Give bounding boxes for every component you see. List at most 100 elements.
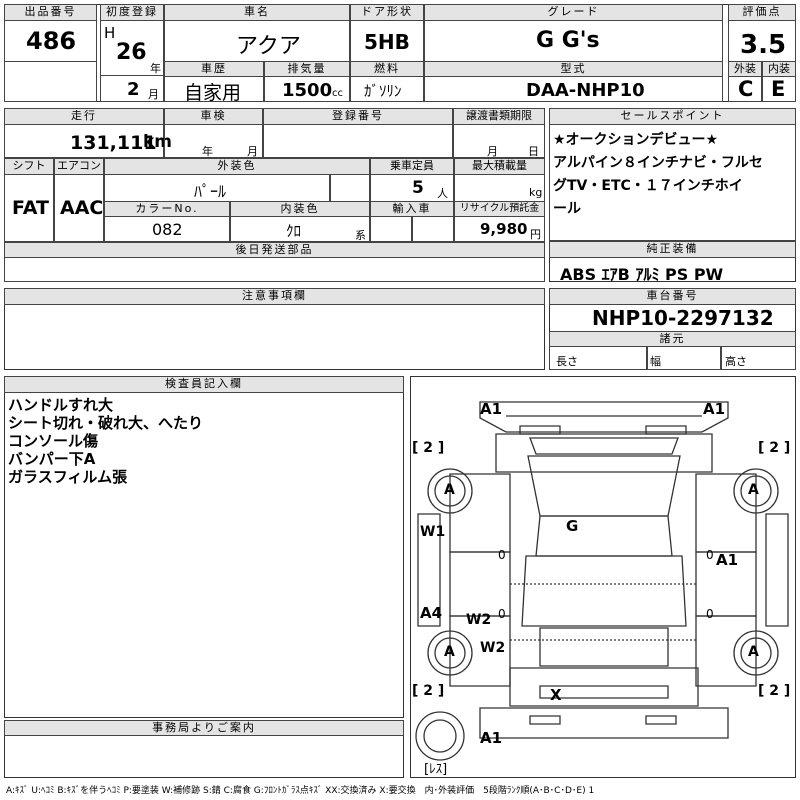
spec-length: 長さ: [556, 355, 578, 368]
sales-point-line: ール: [553, 201, 581, 217]
first-reg-era: H: [104, 24, 116, 42]
shift-cell: [4, 174, 54, 242]
interior-grade: E: [771, 77, 786, 101]
import-cell-right: [412, 216, 454, 242]
inspection-year-unit: 年: [202, 145, 213, 158]
exterior-cell: [728, 76, 762, 102]
damage-x-rear: X: [550, 686, 562, 704]
mark-zero-left: 0: [498, 548, 506, 562]
inspector-line: バンパー下A: [8, 450, 96, 468]
fuel-cell: [350, 76, 424, 102]
import-cell: [370, 216, 412, 242]
bracket-rear-left: [ 2 ]: [412, 683, 445, 699]
exterior-grade: C: [738, 77, 754, 101]
displacement-unit: cc: [332, 88, 343, 99]
spec-height: 高さ: [725, 355, 747, 368]
mileage-label: 走行: [4, 108, 164, 125]
car-diagram-block: [410, 376, 796, 778]
sales-points-label: セールスポイント: [549, 108, 796, 125]
damage-w1-left: W1: [420, 524, 446, 540]
displacement: 1500: [282, 80, 333, 101]
tire-rear-left: A: [444, 644, 455, 660]
transfer-month-unit: 月: [487, 145, 498, 158]
capacity: 5: [412, 178, 424, 198]
recycle-unit: 円: [530, 228, 541, 241]
recycle: 9,980: [480, 220, 528, 238]
inspector-line: ガラスフィルム張: [8, 468, 128, 486]
color-no-cell: [104, 216, 230, 242]
damage-a4-left: A4: [420, 604, 443, 622]
damage-a1-rear: A1: [480, 729, 503, 747]
inspector-line: コンソール傷: [8, 432, 99, 450]
specs-label: 諸元: [549, 331, 796, 347]
car-name-label: 車名: [164, 4, 350, 21]
color-no: 082: [152, 220, 183, 239]
spare-tire-less: [ﾚｽ]: [424, 762, 448, 777]
fuel: ｶﾞｿﾘﾝ: [364, 82, 402, 100]
sales-point-line: グTV・ETC・１７インチホイ: [553, 178, 743, 194]
spec-length-cell: [549, 346, 647, 370]
notes-label: 注意事項欄: [4, 288, 545, 305]
bracket-front-right: [ 2 ]: [758, 440, 791, 456]
int-color-unit: 系: [355, 229, 366, 242]
car-name: アクア: [236, 34, 301, 59]
model-code: DAA-NHP10: [526, 80, 645, 101]
later-parts-label: 後日発送部品: [4, 242, 545, 258]
equipment: ABS ｴｱB ｱﾙﾐ PS PW: [560, 265, 724, 284]
chassis-label: 車台番号: [549, 288, 796, 305]
history: 自家用: [184, 82, 242, 104]
shift: FAT: [12, 197, 49, 219]
spec-width: 幅: [650, 355, 661, 368]
mark-zero-right-rear: 0: [706, 607, 714, 621]
color-no-label: カラーNo.: [104, 201, 230, 217]
model-code-cell: [424, 76, 723, 102]
later-parts-cell: [4, 257, 545, 282]
transfer-day-unit: 日: [528, 145, 539, 158]
exterior-label: 外装: [728, 61, 762, 77]
first-reg-month: 2: [127, 79, 140, 100]
mileage-cell: [4, 124, 164, 158]
sales-point-line: アルパイン８インチナビ・フルセ: [553, 155, 763, 171]
aircon-cell: [54, 174, 104, 242]
door-label: ドア形状: [350, 4, 424, 21]
mark-zero-right: 0: [706, 548, 714, 562]
int-color-label: 内装色: [230, 201, 370, 217]
int-color: ｸﾛ: [286, 222, 302, 240]
reg-no-label: 登録番号: [263, 108, 453, 125]
damage-roof-g: G: [566, 517, 579, 535]
grade: G G's: [536, 28, 600, 53]
spec-width-cell: [647, 346, 721, 370]
max-load-unit: kg: [529, 186, 543, 199]
damage-w2-door: W2: [466, 612, 492, 628]
lot-number: 486: [26, 27, 77, 55]
interior-cell: [762, 76, 796, 102]
sales-points-cell: [549, 124, 796, 241]
aircon-label: エアコン: [54, 158, 104, 175]
history-cell: [164, 76, 264, 102]
equipment-label: 純正装備: [549, 241, 796, 258]
tire-front-left: A: [444, 482, 455, 498]
model-code-label: 型式: [424, 61, 723, 77]
inspector-block: [4, 376, 404, 718]
aircon: AAC: [60, 197, 104, 219]
first-reg-month-cell: [100, 75, 164, 102]
first-reg-year: 26: [116, 40, 147, 65]
office-label: 事務局よりご案内: [4, 720, 404, 736]
lot-label: 出品番号: [4, 4, 97, 21]
damage-a1-front-right: A1: [703, 400, 726, 418]
bracket-rear-right: [ 2 ]: [758, 683, 791, 699]
ext-color-label: 外装色: [104, 158, 370, 175]
first-reg-month-unit: 月: [148, 88, 159, 101]
tire-front-right: A: [748, 482, 759, 498]
damage-legend: A:ｷｽﾞ U:ﾍｺﾐ B:ｷｽﾞを伴うﾍｺﾐ P:要塗装 W:補修跡 S:錆 …: [6, 786, 595, 796]
damage-w2-rear: W2: [480, 640, 506, 656]
capacity-label: 乗車定員: [370, 158, 454, 175]
reg-no-cell: [263, 124, 453, 158]
mark-zero-left-rear: 0: [498, 607, 506, 621]
fuel-label: 燃料: [350, 61, 424, 77]
displacement-cell: [264, 76, 350, 102]
displacement-label: 排気量: [264, 61, 350, 77]
recycle-label: リサイクル預託金: [454, 201, 545, 217]
inspection-label: 車検: [164, 108, 263, 125]
first-reg-year-unit: 年: [150, 62, 161, 75]
